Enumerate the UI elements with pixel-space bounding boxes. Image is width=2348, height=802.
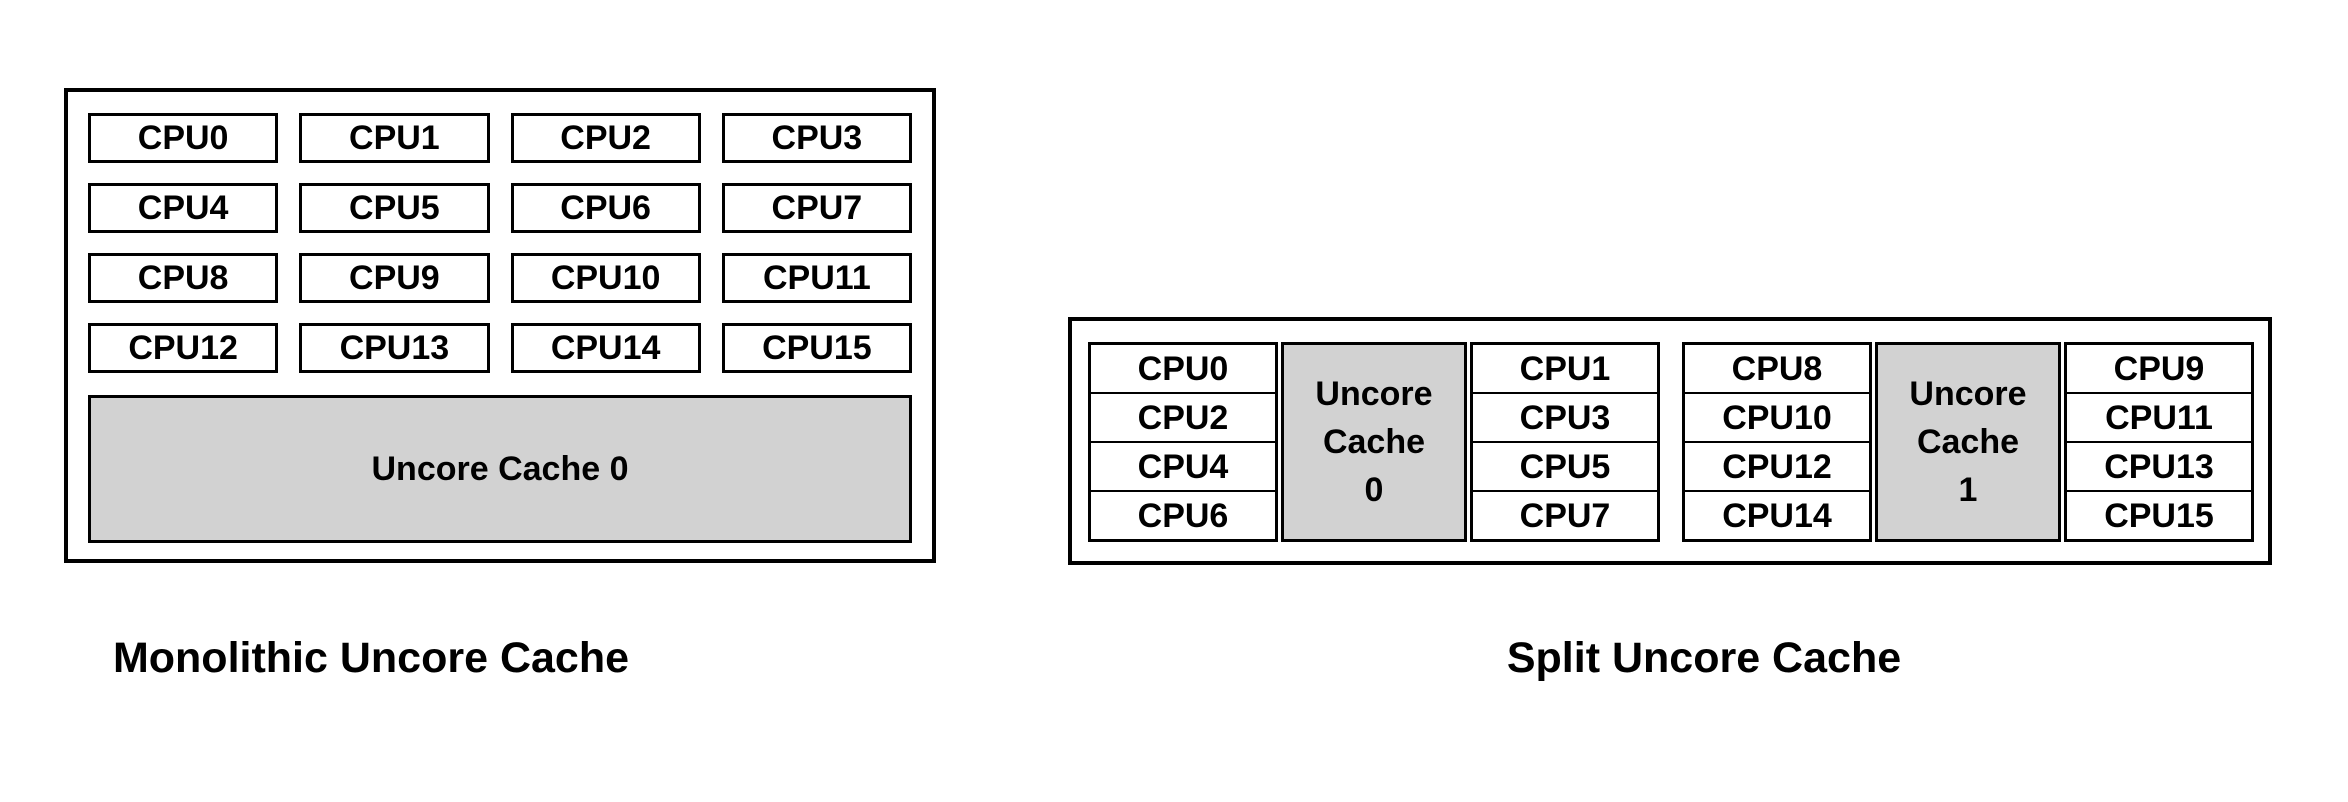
cpu-cell: CPU6 <box>1091 490 1275 539</box>
cpu-cell: CPU13 <box>2067 441 2251 490</box>
cpu-cell: CPU14 <box>510 323 701 373</box>
cache-label-line: Cache <box>1322 422 1426 461</box>
cpu-cell: CPU3 <box>721 113 912 163</box>
monolithic-caption: Monolithic Uncore Cache <box>112 634 630 682</box>
split-diagram-box: CPU0 CPU2 CPU4 CPU6 Uncore Cache 0 CPU1 … <box>1068 317 2272 565</box>
cache-label-line: 1 <box>1958 471 1978 510</box>
cpu-cell: CPU0 <box>1137 349 1229 388</box>
cpu-cell: CPU4 <box>1091 441 1275 490</box>
cpu-cell: CPU15 <box>2067 490 2251 539</box>
cpu-cell: CPU5 <box>299 183 490 233</box>
cpu-column-odd: CPU1 CPU3 CPU5 CPU7 <box>1470 342 1660 542</box>
cpu-cell: CPU11 <box>2067 392 2251 441</box>
uncore-cache-0-block: Uncore Cache 0 <box>1281 342 1467 542</box>
cpu-cell: CPU11 <box>721 253 912 303</box>
cpu-cell: CPU0 <box>88 113 279 163</box>
cache-label-line: Cache <box>1916 422 2020 461</box>
cache-label-line: Uncore <box>1909 374 2027 413</box>
cache-label-line: 0 <box>1364 471 1384 510</box>
cpu-cell: CPU2 <box>510 113 701 163</box>
cpu-cell: CPU8 <box>1731 349 1823 388</box>
cpu-cell: CPU10 <box>510 253 701 303</box>
cpu-cell: CPU12 <box>1685 441 1869 490</box>
cpu-column-odd: CPU9 CPU11 CPU13 CPU15 <box>2064 342 2254 542</box>
cpu-cell: CPU1 <box>1519 349 1611 388</box>
split-group-0: CPU0 CPU2 CPU4 CPU6 Uncore Cache 0 CPU1 … <box>1088 342 1660 542</box>
cpu-grid: CPU0 CPU1 CPU2 CPU3 CPU4 CPU5 CPU6 CPU7 … <box>88 113 912 373</box>
uncore-cache-0-block: Uncore Cache 0 <box>88 395 912 543</box>
cpu-cell: CPU6 <box>510 183 701 233</box>
uncore-cache-1-block: Uncore Cache 1 <box>1875 342 2061 542</box>
cpu-cell: CPU1 <box>299 113 490 163</box>
split-group-1: CPU8 CPU10 CPU12 CPU14 Uncore Cache 1 CP… <box>1682 342 2254 542</box>
cpu-cell: CPU13 <box>299 323 490 373</box>
cpu-column-even: CPU0 CPU2 CPU4 CPU6 <box>1088 342 1278 542</box>
cpu-cell: CPU14 <box>1685 490 1869 539</box>
cpu-cell: CPU9 <box>299 253 490 303</box>
cpu-cell: CPU9 <box>2113 349 2205 388</box>
cpu-cell: CPU12 <box>88 323 279 373</box>
cpu-column-even: CPU8 CPU10 CPU12 CPU14 <box>1682 342 1872 542</box>
split-caption: Split Uncore Cache <box>1506 634 1902 682</box>
cpu-cell: CPU3 <box>1473 392 1657 441</box>
monolithic-diagram-box: CPU0 CPU1 CPU2 CPU3 CPU4 CPU5 CPU6 CPU7 … <box>64 88 936 563</box>
cpu-cell: CPU5 <box>1473 441 1657 490</box>
cpu-cell: CPU2 <box>1091 392 1275 441</box>
cpu-cell: CPU7 <box>721 183 912 233</box>
cpu-cell: CPU8 <box>88 253 279 303</box>
cpu-cell: CPU7 <box>1473 490 1657 539</box>
cpu-cell: CPU4 <box>88 183 279 233</box>
cpu-cell: CPU10 <box>1685 392 1869 441</box>
cpu-cell: CPU15 <box>721 323 912 373</box>
cache-label-line: Uncore <box>1315 374 1433 413</box>
